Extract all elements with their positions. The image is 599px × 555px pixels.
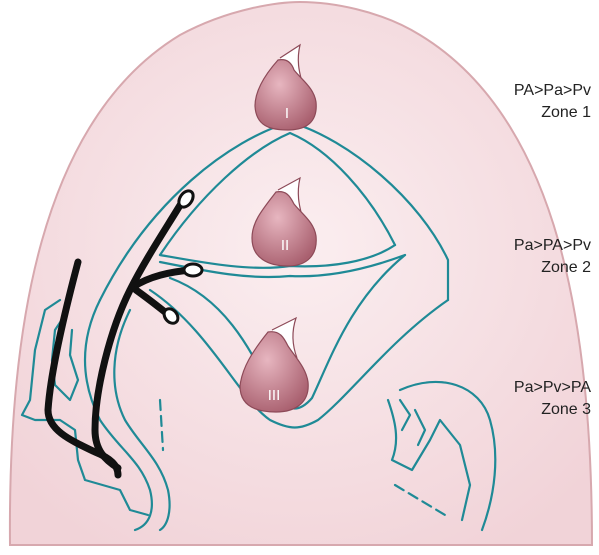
zone3-name: Zone 3 xyxy=(514,399,591,421)
zone2-pressures: Pa>PA>Pv xyxy=(514,235,591,257)
zone2-label: Pa>PA>Pv Zone 2 xyxy=(514,235,591,279)
alveolus-zone2-label: II xyxy=(281,237,289,254)
zone1-label: PA>Pa>Pv Zone 1 xyxy=(514,80,591,124)
alveolus-zone1-label: I xyxy=(285,105,289,122)
alveolus-zone3-label: III xyxy=(268,387,281,404)
zone1-name: Zone 1 xyxy=(514,102,591,124)
catheter-balloon-branch-mid xyxy=(184,264,202,276)
zone3-label: Pa>Pv>PA Zone 3 xyxy=(514,377,591,421)
zone2-name: Zone 2 xyxy=(514,257,591,279)
zone3-pressures: Pa>Pv>PA xyxy=(514,377,591,399)
zone1-pressures: PA>Pa>Pv xyxy=(514,80,591,102)
